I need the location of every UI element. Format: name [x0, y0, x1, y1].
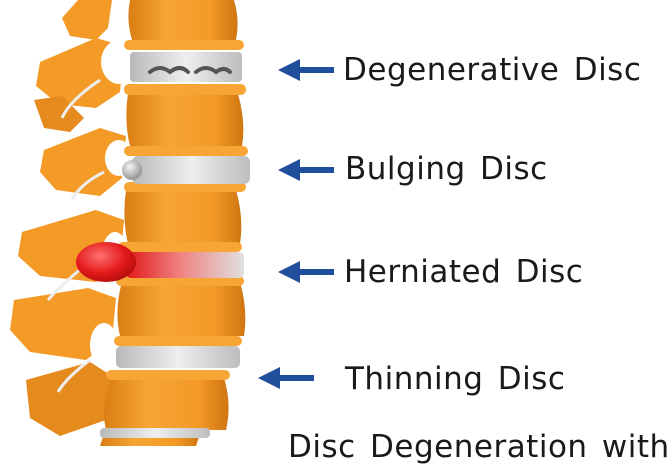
disc-bulging [122, 156, 250, 184]
label-degenerative-disc: Degenerative Disc [343, 52, 642, 88]
disc-thinning [116, 346, 240, 368]
vertebral-bodies [100, 0, 246, 446]
nerve-lines [46, 78, 105, 393]
left-arrow-icon [278, 261, 334, 283]
label-bulging-disc: Bulging Disc [345, 151, 548, 187]
left-arrow-icon [278, 159, 334, 181]
left-arrow-icon [258, 367, 314, 389]
label-herniated-disc: Herniated Disc [344, 254, 584, 290]
disc-bottom [100, 428, 210, 438]
endplate-rims [106, 40, 248, 380]
label-thinning-disc: Thinning Disc [345, 361, 566, 397]
left-arrow-icon [278, 59, 334, 81]
disc-degenerative [130, 52, 242, 82]
caption-partial: Disc Degeneration with [288, 429, 670, 465]
vertebral-processes [10, 0, 126, 436]
spine-illustration [10, 0, 334, 446]
disc-herniated [76, 242, 244, 282]
